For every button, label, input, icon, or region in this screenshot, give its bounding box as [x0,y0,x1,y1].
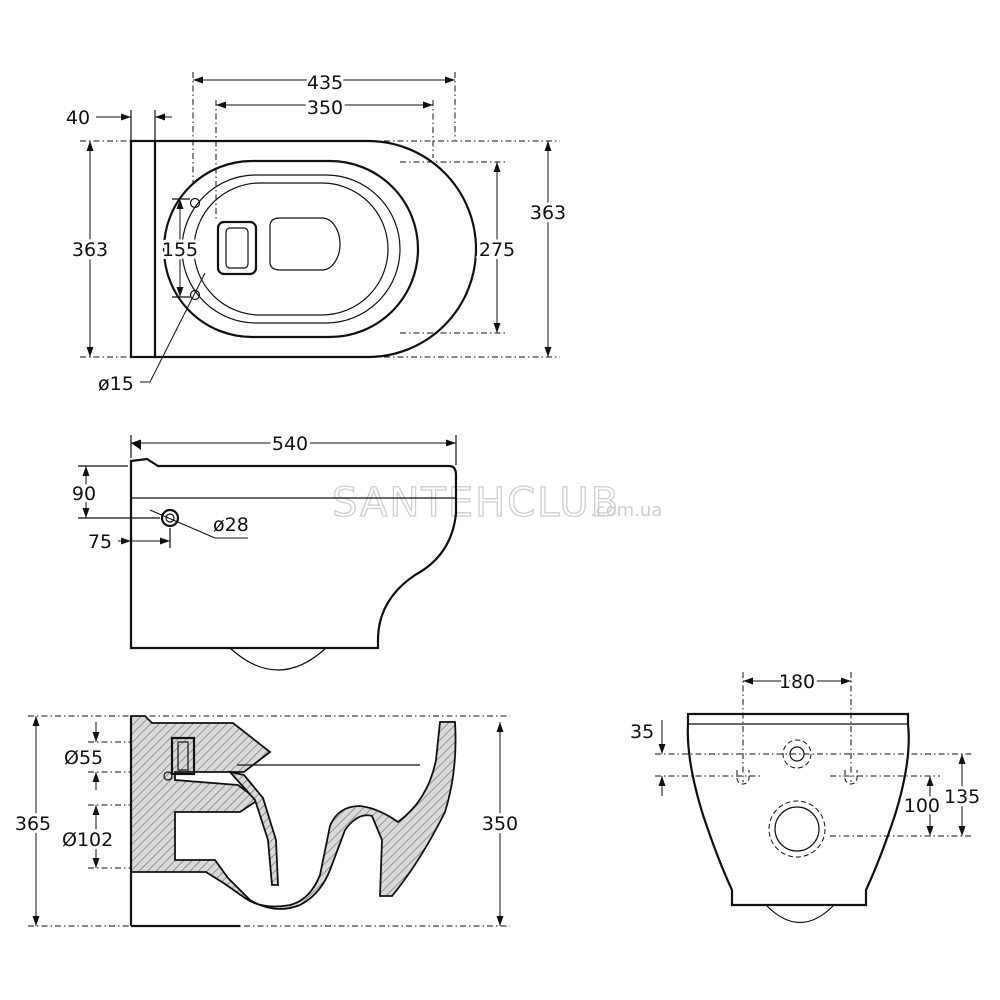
watermark-brand: SANTEHCLUB [332,480,620,526]
side-view-inlet-inner [165,513,175,523]
top-view-rim-inner [181,174,401,324]
rear-view: 180 35 100 135 [630,668,983,924]
dim-side-length: 540 [272,433,308,455]
dim-rear-bolt-spacing: 180 [779,671,815,693]
top-view-wall-plate [129,139,157,359]
side-view-inlet-outer [160,508,180,528]
top-view: 435 350 40 363 363 275 155 [66,69,569,395]
side-view: 540 90 75 ø28 [69,430,458,671]
watermark: SANTEHCLUB .com.ua [331,479,662,526]
rear-view-outlet-bottom [765,904,835,924]
top-view-rim-outer [162,159,420,339]
rear-view-bolt-right [844,770,858,785]
top-view-flush-nozzle [216,220,258,276]
section-view-trap-wall [227,770,279,886]
dim-top-bolt-spacing: 155 [162,239,198,261]
dim-top-depth-left: 363 [72,239,108,261]
top-view-body [155,139,478,359]
side-view-outlet [229,647,327,671]
top-view-bolt-hole-lower [189,289,201,301]
dim-rear-outlet-height: 100 [904,795,940,817]
dim-section-height-bowl: 350 [482,813,518,835]
dim-section-inlet-diameter: Ø55 [64,747,103,769]
dim-side-inlet-offset: 75 [88,531,112,553]
top-view-flush-nozzle-inner [225,227,249,269]
dim-top-bolt-hole: ø15 [98,373,134,395]
dim-section-height-total: 365 [15,813,51,835]
dim-top-depth-right: 363 [530,202,566,224]
section-view-inlet-socket [170,736,196,776]
dim-rear-rim-offset: 35 [630,721,654,743]
dim-rear-bolt-height: 135 [944,786,980,808]
rear-view-bolt-left [736,770,750,785]
top-view-bolt-hole-upper [189,197,201,209]
dim-top-width-bowl: 350 [307,97,343,119]
section-view-shell [130,715,457,910]
rear-view-outlet [768,800,826,858]
dim-top-rear-thickness: 40 [66,107,90,129]
dim-top-width-total: 435 [307,72,343,94]
side-view-body [129,457,458,650]
top-view-drain [269,217,341,271]
rear-view-body [686,712,910,907]
watermark-domain: .com.ua [590,500,662,521]
rear-view-inlet [782,739,812,769]
dim-side-inlet-diameter: ø28 [213,514,249,536]
dim-top-bowl-depth: 275 [479,239,515,261]
dim-section-outlet-diameter: Ø102 [62,829,113,851]
top-view-rim-inner-2 [193,182,389,316]
section-view: 365 350 Ø55 Ø102 [12,715,521,928]
dim-side-inlet-height: 90 [72,483,96,505]
